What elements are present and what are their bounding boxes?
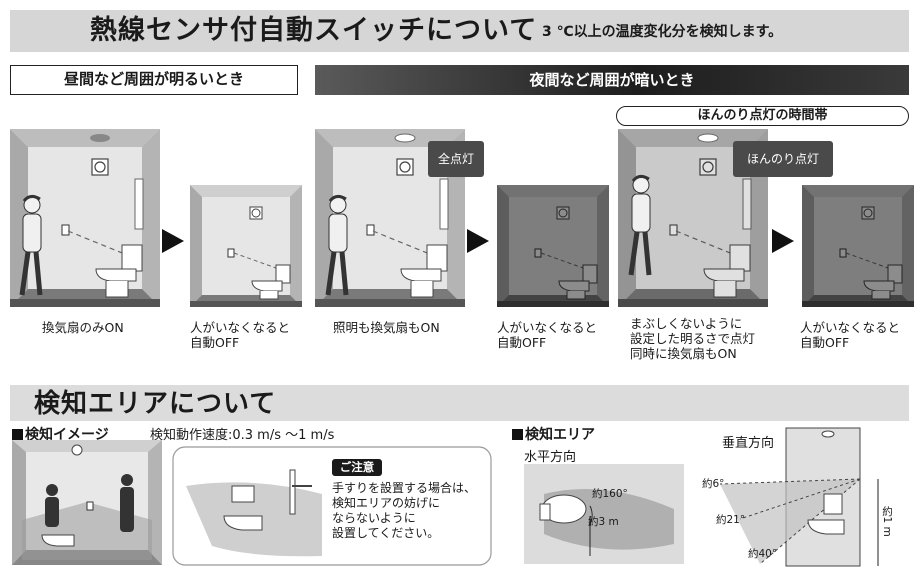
bullet-square-icon [12,429,23,440]
page-title: 熱線センサ付自動スイッチについて [90,15,538,46]
detection-section-banner [10,385,909,421]
dim-period-label: ほんのり点灯の時間帯 [616,106,909,126]
detection-area-label: 検知エリア [512,424,595,444]
detection-speed: 検知動作速度:0.3 m/s ～1 m/s [150,428,335,443]
day-mode-label: 昼間など周囲が明るいとき [10,65,298,95]
night-mode-label: 夜間など周囲が暗いとき [315,65,909,95]
horizontal-distance: 約3 m [588,516,619,528]
vertical-angle-6: 約6° [702,478,725,490]
vertical-angle-40: 約40° [748,548,778,560]
full-light-callout: 全点灯 [428,141,484,177]
horizontal-area-diagram [524,464,684,564]
horizontal-angle: 約160° [592,488,628,500]
scene-5-caption: まぶしくないように 設定した明るさで点灯 同時に換気扇もON [630,316,756,361]
caution-box [172,446,492,566]
vertical-angle-21: 約21° [716,514,746,526]
page-subtitle: 3 ℃以上の温度変化分を検知します。 [542,24,783,40]
scene-6-caption: 人がいなくなると 自動OFF [800,320,901,350]
bullet-square-icon [512,429,523,440]
title-banner [10,10,909,52]
caution-text: 手すりを設置する場合は、 検知エリアの妨げに ならないように 設置してください。 [332,481,477,540]
dim-light-callout: ほんのり点灯 [733,141,833,177]
horizontal-direction-label: 水平方向 [524,450,577,465]
detection-image-illustration [12,440,162,565]
vertical-height: 約1 m [881,506,893,537]
scene-3-caption: 照明も換気扇もON [333,320,440,335]
scene-4-caption: 人がいなくなると 自動OFF [497,320,598,350]
scene-1-caption: 換気扇のみON [42,320,124,335]
detection-image-label: 検知イメージ [12,424,109,444]
caution-badge: ご注意 [332,459,382,476]
scene-2-caption: 人がいなくなると 自動OFF [190,320,291,350]
vertical-area-diagram [719,427,879,567]
vertical-direction-label: 垂直方向 [722,436,775,451]
detection-section-title: 検知エリアについて [34,389,277,419]
